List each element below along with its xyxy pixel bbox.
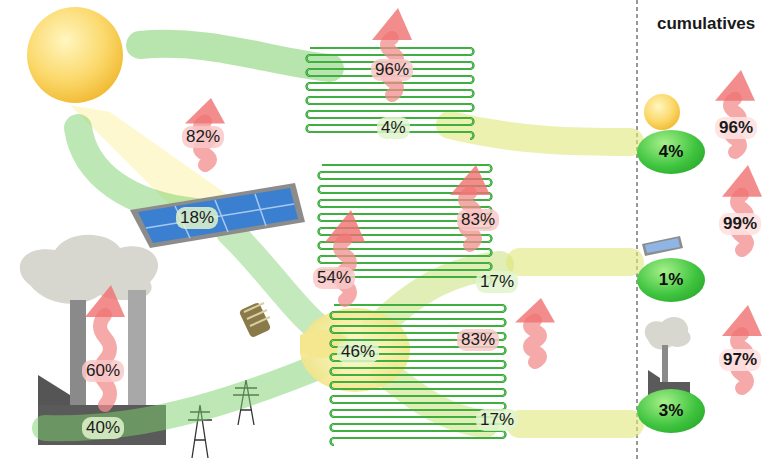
percent-label: 97% [719,349,761,371]
sun [27,7,123,103]
arrow-head [722,165,762,197]
percent-label: 99% [719,213,761,235]
percent-label: 83% [457,329,499,351]
arrow-head [515,298,555,322]
percent-label: 3% [659,401,684,421]
percent-label: 18% [176,207,218,229]
arrow-stem [530,320,540,362]
percent-label: 4% [377,117,410,139]
algae-ellipse: 3% [637,389,705,433]
divider [637,0,638,461]
percent-label: 83% [457,209,499,231]
factory-icon [645,317,691,395]
algae-ellipse: 4% [637,130,705,174]
percent-label: 17% [476,409,518,431]
energy-band [45,44,630,429]
arrow-head [722,305,762,336]
arrow-head [185,98,225,123]
arrow-head [85,285,125,317]
heat-arrow [85,8,762,405]
solar-panel-icon [642,236,683,256]
section-title: cumulatives [653,13,759,35]
percent-label: 96% [371,59,413,81]
arrow-head [715,70,755,101]
percent-label: 60% [82,360,124,382]
arrow-head [372,8,412,40]
arrow-head [450,165,490,195]
sun-icon [644,94,680,130]
percent-label: 1% [659,270,684,290]
percent-label: 46% [337,341,379,363]
percent-label: 4% [659,142,684,162]
percent-label: 96% [715,117,757,139]
percent-label: 40% [82,417,124,439]
solar-panel [130,183,305,248]
percent-label: 17% [476,271,518,293]
arrow-head [325,210,365,242]
algae-coil [307,48,506,445]
algae-ellipse: 1% [637,258,705,302]
percent-label: 54% [313,267,355,289]
percent-label: 82% [182,126,224,148]
